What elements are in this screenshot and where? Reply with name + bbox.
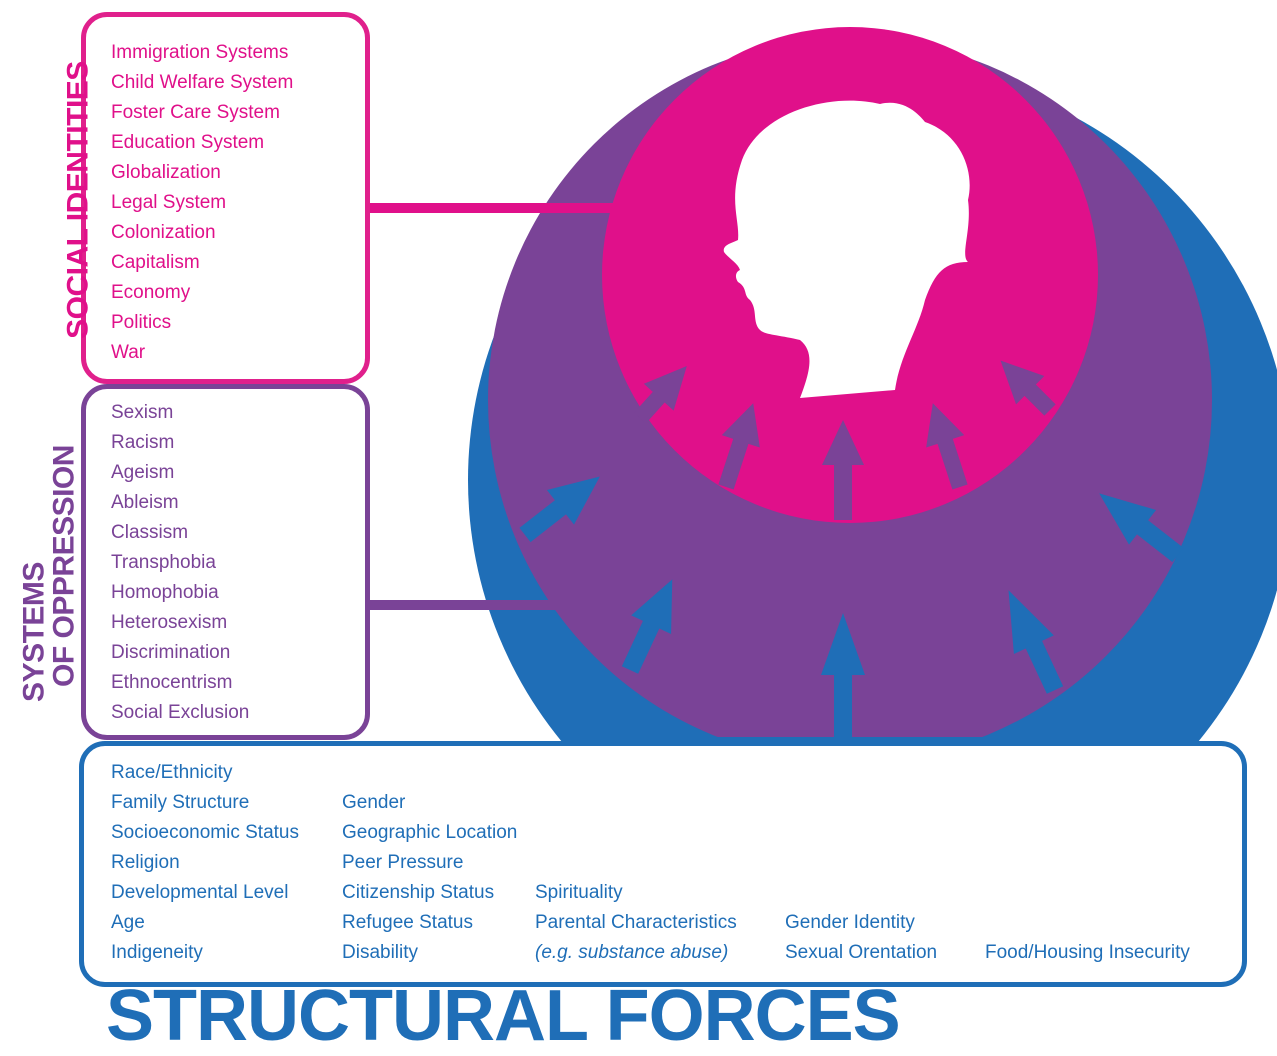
social-identity-item: War (111, 342, 146, 363)
structural-force-item: Family Structure (111, 792, 250, 813)
arrow-icon (634, 365, 687, 424)
social-identities-box (81, 12, 370, 384)
oppression-system-item: Discrimination (111, 642, 231, 663)
oppression-system-item: Social Exclusion (111, 702, 250, 723)
structural-force-item: Citizenship Status (342, 882, 495, 903)
social-identity-item: Colonization (111, 222, 216, 243)
structural-force-item: Gender Identity (785, 912, 915, 933)
structural-arrows (519, 476, 1184, 745)
arrow-icon (821, 613, 865, 745)
oppression-system-item: Racism (111, 432, 175, 453)
systems-label-line2: OF OPPRESSION (47, 445, 81, 687)
social-identity-item: Education System (111, 132, 265, 153)
social-identity-item: Legal System (111, 192, 227, 213)
arrow-icon (1000, 360, 1056, 416)
systems-arrows (634, 360, 1056, 520)
oppression-system-item: Homophobia (111, 582, 219, 603)
oppression-system-item: Transphobia (111, 552, 216, 573)
oppression-system-item: Sexism (111, 402, 174, 423)
arrow-icon (1008, 590, 1064, 694)
structural-force-item: Age (111, 912, 145, 933)
social-identity-item: Politics (111, 312, 172, 333)
systems-of-oppression-box (81, 384, 370, 740)
oppression-system-item: Ageism (111, 462, 175, 483)
structural-forces-column-5: Food/Housing Insecurity (985, 938, 1190, 968)
arrow-icon (926, 403, 968, 490)
social-identity-item: Child Welfare System (111, 72, 294, 93)
structural-force-item: Socioeconomic Status (111, 822, 299, 843)
systems-label-line1: SYSTEMS (17, 562, 51, 702)
oppression-system-item: Heterosexism (111, 612, 228, 633)
structural-force-item: Gender (342, 792, 406, 813)
structural-force-item: Disability (342, 942, 419, 963)
arrow-icon (621, 579, 673, 674)
arrow-icon (519, 476, 600, 543)
social-identity-item: Economy (111, 282, 191, 303)
social-connector-line (368, 203, 630, 213)
social-identity-item: Globalization (111, 162, 221, 183)
social-identities-label: SOCIAL IDENTITIES (61, 61, 95, 339)
structural-forces-title: STRUCTURAL FORCES (106, 976, 901, 1056)
structural-force-item: (e.g. substance abuse) (535, 942, 729, 963)
structural-force-item: Sexual Orentation (785, 942, 938, 963)
structural-force-item: Race/Ethnicity (111, 762, 233, 783)
structural-force-item: Parental Characteristics (535, 912, 737, 933)
child-head-silhouette-icon (723, 100, 970, 399)
oppression-system-item: Ableism (111, 492, 179, 513)
systems-connector-line (368, 600, 568, 610)
structural-force-item: Religion (111, 852, 180, 873)
structural-force-item: Peer Pressure (342, 852, 464, 873)
structural-force-item: Geographic Location (342, 822, 518, 843)
social-identity-item: Capitalism (111, 252, 200, 273)
structural-force-item: Indigeneity (111, 942, 203, 963)
social-identity-item: Foster Care System (111, 102, 280, 123)
oppression-system-item: Classism (111, 522, 189, 543)
arrow-icon (718, 403, 760, 490)
social-identity-item: Immigration Systems (111, 42, 289, 63)
structural-force-item: Developmental Level (111, 882, 289, 903)
structural-forces-box (79, 741, 1247, 987)
arrow-icon (1099, 493, 1184, 563)
arrow-icon (822, 420, 864, 520)
structural-force-item: Food/Housing Insecurity (985, 942, 1190, 963)
structural-force-item: Spirituality (535, 882, 623, 903)
structural-force-item: Refugee Status (342, 912, 473, 933)
oppression-system-item: Ethnocentrism (111, 672, 233, 693)
